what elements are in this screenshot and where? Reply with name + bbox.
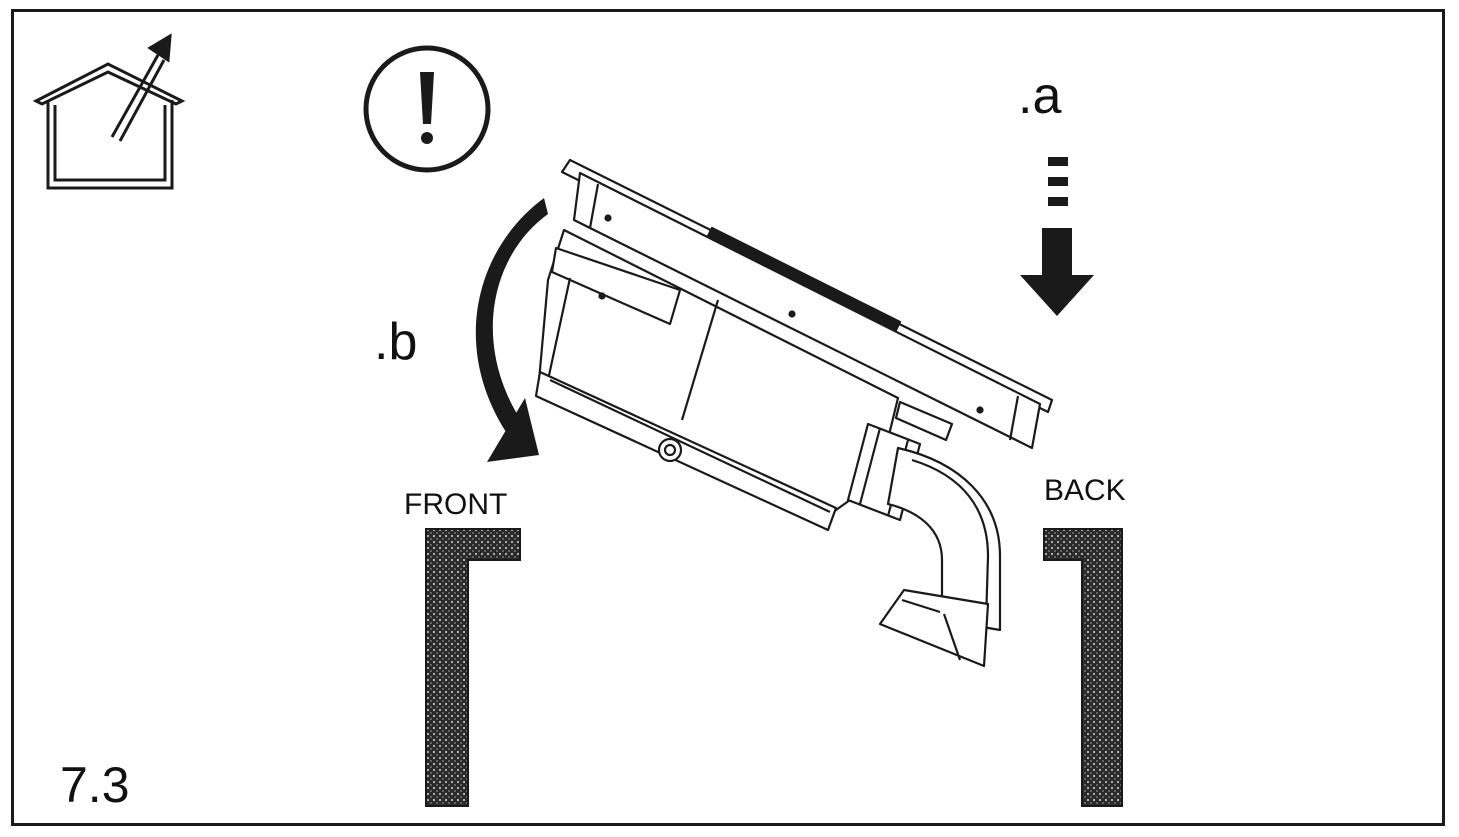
step-a-label: .a bbox=[1018, 67, 1062, 125]
house-ventilation-icon bbox=[32, 33, 186, 190]
figure-frame bbox=[11, 9, 1445, 826]
front-cabinet-wall bbox=[425, 528, 521, 807]
exclamation-warning-icon bbox=[363, 45, 491, 173]
appliance-unit bbox=[534, 158, 1054, 668]
front-label: FRONT bbox=[404, 488, 508, 521]
downward-arrow-icon bbox=[1020, 157, 1094, 316]
curved-rotation-arrow-icon bbox=[475, 198, 548, 462]
back-cabinet-wall bbox=[1043, 528, 1123, 807]
step-b-label: .b bbox=[374, 313, 418, 371]
figure-number: 7.3 bbox=[60, 757, 130, 813]
back-label: BACK bbox=[1044, 474, 1126, 507]
